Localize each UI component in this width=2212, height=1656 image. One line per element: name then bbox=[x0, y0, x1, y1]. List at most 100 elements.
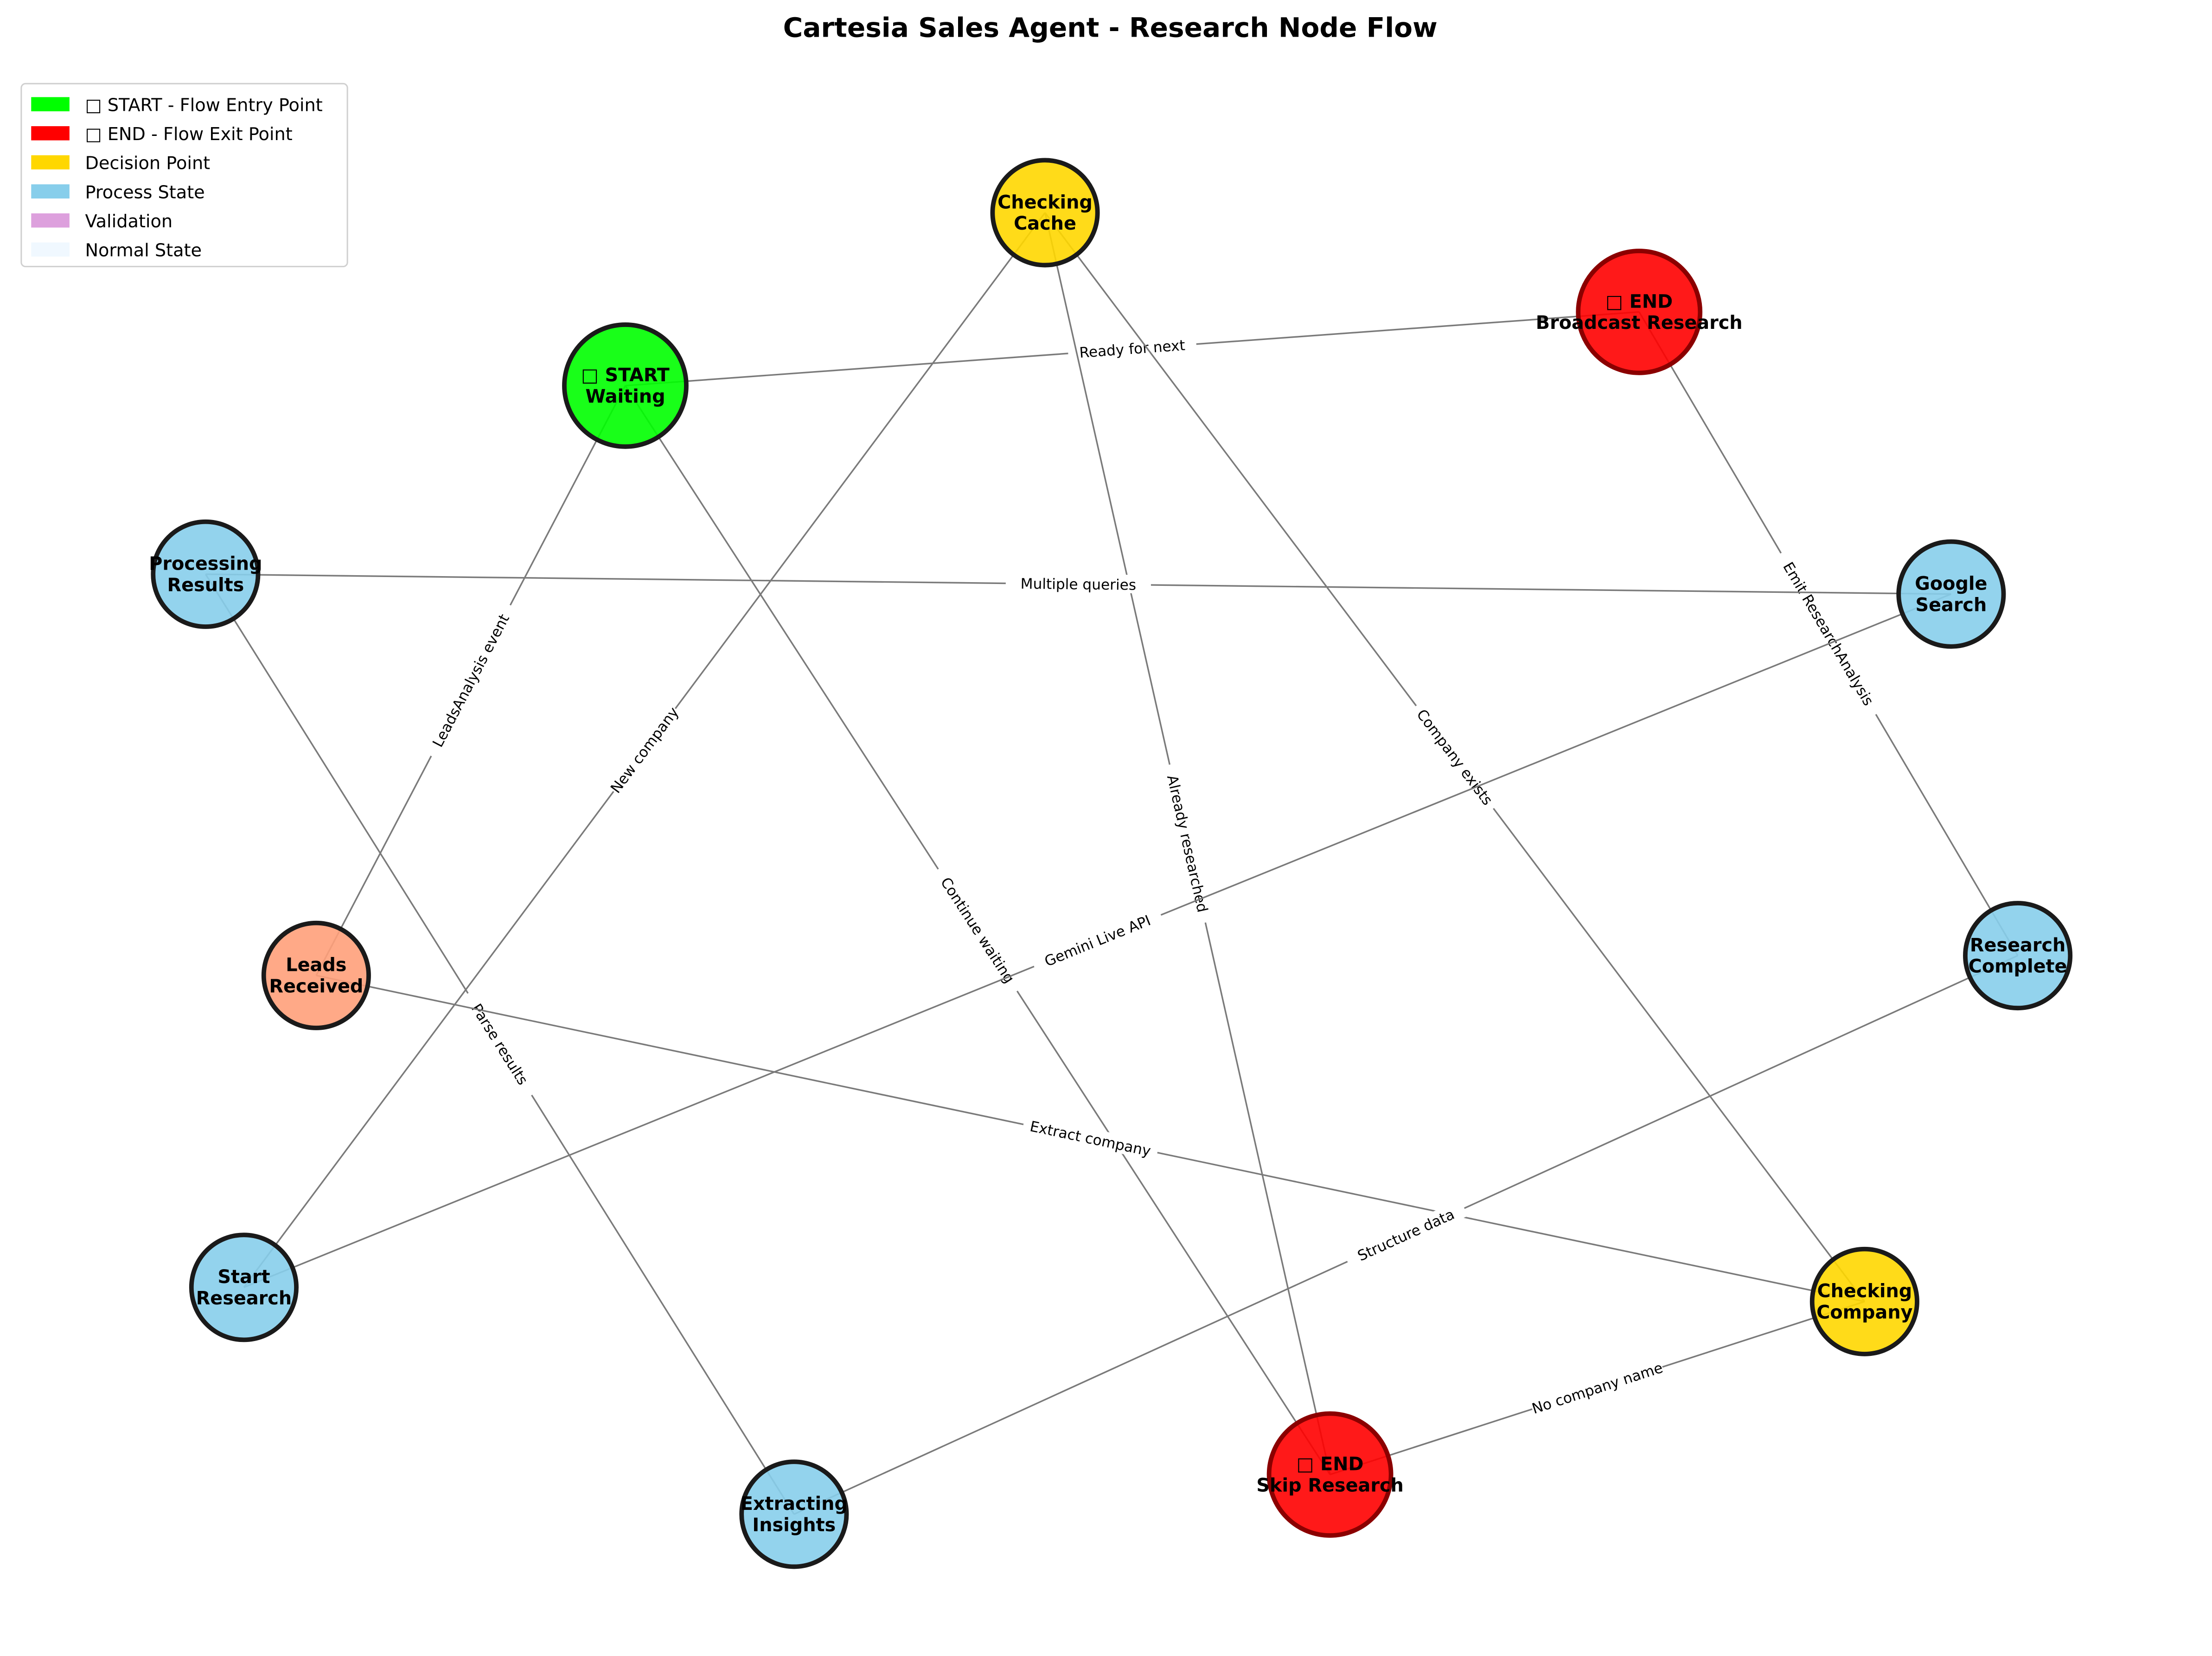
legend-item: □ START - Flow Entry Point bbox=[31, 95, 323, 116]
node-label: Insights bbox=[752, 1515, 836, 1536]
node-label: Company bbox=[1816, 1302, 1912, 1323]
edge-label-group: Parse results bbox=[460, 988, 540, 1100]
edge-label-bg bbox=[605, 702, 683, 797]
edge-label-group: Multiple queries bbox=[1005, 573, 1151, 594]
node-circle bbox=[1896, 539, 2006, 649]
edge-label: Gemini Live API bbox=[1042, 912, 1153, 970]
node-circle bbox=[189, 1232, 299, 1342]
node-circle bbox=[1266, 1411, 1394, 1538]
edge-processing_results-to-google_search: Multiple queries bbox=[205, 573, 1951, 595]
edge-label-group: Extract company bbox=[1022, 1115, 1160, 1161]
node-label: Results bbox=[167, 575, 244, 596]
edge-label-group: New company bbox=[605, 702, 683, 797]
edge-label-group: Structure data bbox=[1343, 1199, 1468, 1270]
edge-label-group: Company exists bbox=[1409, 700, 1502, 814]
node-label: Received bbox=[269, 976, 363, 997]
node-circle bbox=[1809, 1246, 1919, 1356]
legend-label: Validation bbox=[85, 212, 173, 232]
legend-items: □ START - Flow Entry Point □ END - Flow E… bbox=[31, 95, 323, 261]
node-label: Extracting bbox=[741, 1493, 848, 1515]
node-label: Broadcast Research bbox=[1536, 312, 1743, 334]
node-label: □ END bbox=[1297, 1454, 1364, 1475]
legend-label: Normal State bbox=[85, 241, 202, 261]
node-label: □ END bbox=[1605, 291, 1673, 312]
node-circle bbox=[1963, 901, 2073, 1011]
node-label: Research bbox=[1970, 935, 2065, 956]
edge-start_waiting-to-end_broadcast: Ready for next bbox=[625, 311, 1639, 387]
legend-swatch bbox=[31, 213, 70, 228]
edge-leads_received-to-checking_company: Extract company bbox=[316, 975, 1865, 1303]
node-label: □ START bbox=[581, 365, 670, 386]
edge-google_search-to-start_research: Gemini Live API bbox=[243, 593, 1952, 1288]
legend-swatch bbox=[31, 242, 70, 257]
edge-label-bg bbox=[1030, 905, 1164, 975]
edge-research_complete-to-extracting_insights: Structure data bbox=[793, 955, 2018, 1515]
diagram-title: Cartesia Sales Agent - Research Node Flo… bbox=[783, 12, 1438, 43]
legend-swatch bbox=[31, 184, 70, 199]
node-label: Complete bbox=[1969, 956, 2067, 977]
node-label: Start bbox=[217, 1266, 270, 1288]
edge-checking_company-to-end_skip: No company name bbox=[1330, 1301, 1865, 1476]
legend-label: □ START - Flow Entry Point bbox=[85, 95, 322, 116]
node-label: Search bbox=[1915, 594, 1987, 616]
legend: □ START - Flow Entry Point □ END - Flow E… bbox=[20, 83, 348, 268]
edge-label-group: Emit ResearchAnalysis bbox=[1773, 548, 1885, 719]
node-circle bbox=[261, 920, 371, 1030]
edge-label-bg bbox=[422, 600, 518, 760]
edge-label: Multiple queries bbox=[1020, 576, 1136, 594]
legend-frame bbox=[20, 83, 348, 268]
legend-item: □ END - Flow Exit Point bbox=[31, 124, 293, 145]
node-circle bbox=[1576, 249, 1703, 375]
node-circle bbox=[562, 322, 689, 449]
edge-start_waiting-to-end_skip: Continue waiting bbox=[625, 385, 1331, 1475]
legend-label: □ END - Flow Exit Point bbox=[85, 124, 292, 145]
node-label: Checking bbox=[997, 192, 1093, 213]
edge-label-bg bbox=[460, 988, 540, 1100]
edge-label-bg bbox=[931, 864, 1026, 996]
edge-label: Structure data bbox=[1355, 1206, 1457, 1264]
edge-label-bg bbox=[1005, 573, 1151, 594]
node-label: Research bbox=[196, 1288, 292, 1309]
edge-label: Ready for next bbox=[1079, 337, 1186, 361]
edge-label-group: Already researched bbox=[1161, 762, 1215, 924]
node-label: Google bbox=[1915, 573, 1987, 595]
edge-processing_results-to-extracting_insights: Parse results bbox=[205, 573, 795, 1515]
legend-label: Decision Point bbox=[85, 154, 210, 174]
legend-swatch bbox=[31, 155, 70, 170]
edge-label: No company name bbox=[1530, 1360, 1665, 1418]
edge-label-bg bbox=[1529, 1357, 1665, 1418]
legend-swatch bbox=[31, 126, 70, 141]
node-label: Cache bbox=[1014, 213, 1076, 234]
edge-label: Company exists bbox=[1413, 706, 1496, 809]
edge-label-bg bbox=[1773, 548, 1885, 719]
edge-label: New company bbox=[607, 704, 682, 796]
legend-item: Normal State bbox=[31, 241, 202, 261]
node-circle bbox=[151, 519, 261, 629]
legend-swatch bbox=[31, 97, 70, 111]
edge-label-bg bbox=[1022, 1115, 1160, 1161]
edge-label-bg bbox=[1343, 1199, 1468, 1270]
legend-item: Decision Point bbox=[31, 154, 210, 174]
legend-item: Validation bbox=[31, 212, 173, 232]
edge-label: Continue waiting bbox=[937, 874, 1018, 986]
node-circle bbox=[739, 1459, 849, 1569]
edge-label: Already researched bbox=[1164, 773, 1211, 914]
edge-start_waiting-to-leads_received: LeadsAnalysis event bbox=[315, 385, 626, 976]
edge-label-bg bbox=[1067, 334, 1197, 362]
edge-label-group: Gemini Live API bbox=[1030, 905, 1164, 975]
node-label: Waiting bbox=[585, 386, 665, 407]
edge-label-group: LeadsAnalysis event bbox=[422, 600, 518, 760]
node-circle bbox=[990, 158, 1100, 268]
